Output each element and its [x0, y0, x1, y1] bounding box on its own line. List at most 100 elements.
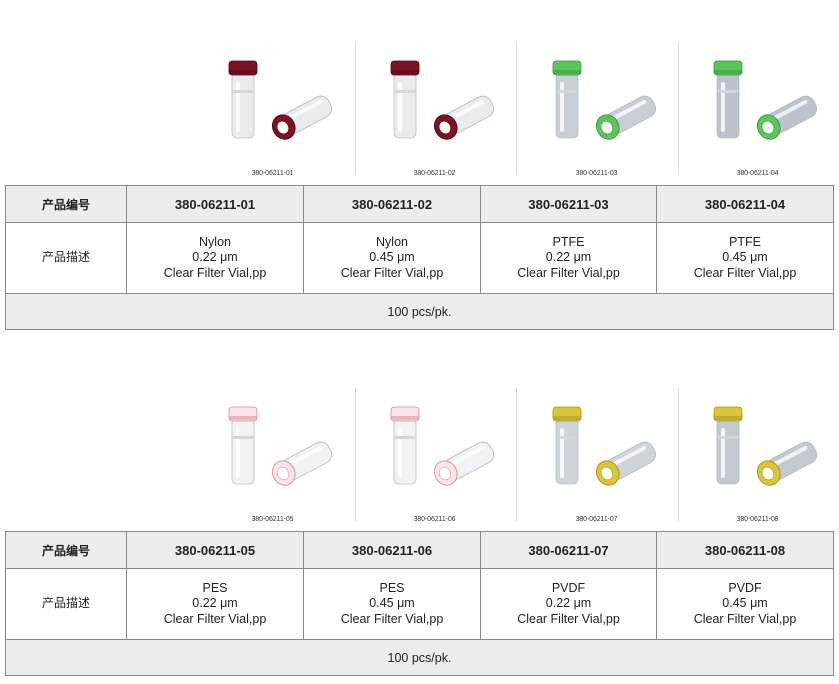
- description-cell: PTFE 0.45 μm Clear Filter Vial,pp: [656, 222, 834, 294]
- vial-highlight: [560, 428, 564, 478]
- pore-size: 0.22 μm: [192, 596, 238, 611]
- image-divider: [516, 42, 517, 175]
- insert-septum: [761, 466, 774, 481]
- product-image-380-06211-07: 380-06211-07: [516, 388, 677, 523]
- part-number-row: 产品编号 380-06211-01 380-06211-02 380-06211…: [5, 185, 834, 223]
- vial-shoulder: [395, 436, 415, 439]
- part-number-row: 产品编号 380-06211-05 380-06211-06 380-06211…: [5, 531, 834, 569]
- description-cell: Nylon 0.22 μm Clear Filter Vial,pp: [126, 222, 304, 294]
- vial-type: Clear Filter Vial,pp: [517, 265, 620, 280]
- vial-cap-rim: [391, 70, 419, 74]
- vial-highlight: [721, 428, 725, 478]
- part-number-cell: 380-06211-03: [480, 185, 657, 223]
- material: PVDF: [551, 580, 586, 595]
- vial-illustration: [390, 60, 495, 140]
- vial-type: Clear Filter Vial,pp: [340, 611, 444, 626]
- pore-size: 0.45 μm: [369, 250, 415, 265]
- vial-shoulder: [395, 90, 415, 93]
- insert-highlight: [773, 99, 808, 120]
- insert-septum: [600, 120, 613, 135]
- vial-body: [393, 417, 417, 485]
- product-section-2: 380-06211-05 380-06211-06 380-06211-07 3…: [0, 384, 839, 676]
- vial-cap-rim: [714, 70, 742, 74]
- product-image-380-06211-08: 380-06211-08: [677, 388, 838, 523]
- image-caption: 380-06211-05: [251, 516, 294, 523]
- material: PTFE: [729, 234, 761, 249]
- filter-insert: [271, 95, 333, 140]
- product-section-1: 380-06211-01 380-06211-02 380-06211-03 3…: [0, 38, 839, 330]
- vial-shoulder: [718, 90, 738, 93]
- image-caption: 380-06211-08: [736, 516, 779, 523]
- vial-highlight: [398, 82, 402, 132]
- insert-septum: [438, 120, 451, 135]
- image-divider: [678, 42, 679, 175]
- product-image-380-06211-02: 380-06211-02: [354, 42, 515, 177]
- material: PES: [202, 580, 228, 595]
- packaging-cell: 100 pcs/pk.: [5, 293, 834, 330]
- vial-illustration: [552, 406, 657, 486]
- vial-body: [555, 71, 579, 139]
- vial-cap-rim: [553, 416, 581, 420]
- vial-illustration: [228, 60, 333, 140]
- part-number-cell: 380-06211-07: [480, 531, 657, 569]
- insert-highlight: [450, 99, 485, 120]
- pore-size: 0.45 μm: [722, 250, 768, 265]
- insert-septum: [600, 466, 613, 481]
- vial-type: Clear Filter Vial,pp: [693, 265, 797, 280]
- image-divider: [678, 388, 679, 521]
- vial-type: Clear Filter Vial,pp: [163, 265, 267, 280]
- vial-type: Clear Filter Vial,pp: [693, 611, 797, 626]
- description-cell: PES 0.22 μm Clear Filter Vial,pp: [126, 568, 304, 640]
- spec-table: 产品编号 380-06211-01 380-06211-02 380-06211…: [5, 185, 834, 330]
- row-label-part-number: 产品编号: [5, 531, 127, 569]
- image-caption: 380-06211-06: [413, 516, 456, 523]
- vial-body: [555, 417, 579, 485]
- vial-type: Clear Filter Vial,pp: [163, 611, 267, 626]
- vial-cap-rim: [229, 416, 257, 420]
- pore-size: 0.45 μm: [722, 596, 768, 611]
- packaging-row: 100 pcs/pk.: [5, 639, 834, 676]
- row-label-description: 产品描述: [5, 222, 127, 294]
- pore-size: 0.22 μm: [192, 250, 238, 265]
- insert-highlight: [288, 445, 323, 466]
- vial-cap-rim: [553, 70, 581, 74]
- product-image-band: 380-06211-01 380-06211-02 380-06211-03 3…: [0, 38, 839, 185]
- vial-illustration: [390, 406, 495, 486]
- filter-insert: [595, 95, 657, 140]
- image-caption: 380-06211-03: [575, 170, 618, 177]
- description-cell: PVDF 0.22 μm Clear Filter Vial,pp: [480, 568, 657, 640]
- vial-illustration: [713, 60, 818, 140]
- material: Nylon: [199, 234, 231, 249]
- vial-body: [393, 71, 417, 139]
- insert-highlight: [612, 445, 647, 466]
- insert-highlight: [612, 99, 647, 120]
- description-cell: PES 0.45 μm Clear Filter Vial,pp: [303, 568, 481, 640]
- filter-insert: [433, 441, 495, 486]
- product-image-380-06211-06: 380-06211-06: [354, 388, 515, 523]
- vial-shoulder: [233, 436, 253, 439]
- vial-highlight: [236, 82, 240, 132]
- part-number-cell: 380-06211-06: [303, 531, 481, 569]
- vial-body: [231, 417, 255, 485]
- description-cell: Nylon 0.45 μm Clear Filter Vial,pp: [303, 222, 481, 294]
- description-row: 产品描述 Nylon 0.22 μm Clear Filter Vial,pp …: [5, 222, 834, 294]
- pore-size: 0.22 μm: [545, 596, 592, 611]
- image-divider: [516, 388, 517, 521]
- vial-illustration: [713, 406, 818, 486]
- insert-septum: [761, 120, 774, 135]
- insert-septum: [438, 466, 451, 481]
- packaging-row: 100 pcs/pk.: [5, 293, 834, 330]
- part-number-cell: 380-06211-02: [303, 185, 481, 223]
- part-number-cell: 380-06211-01: [126, 185, 304, 223]
- material: PTFE: [552, 234, 585, 249]
- vial-shoulder: [233, 90, 253, 93]
- image-divider: [355, 388, 356, 521]
- image-caption: 380-06211-01: [251, 170, 294, 177]
- insert-septum: [276, 466, 289, 481]
- image-divider: [355, 42, 356, 175]
- product-image-band: 380-06211-05 380-06211-06 380-06211-07 3…: [0, 384, 839, 531]
- product-image-380-06211-01: 380-06211-01: [192, 42, 353, 177]
- image-caption: 380-06211-04: [736, 170, 779, 177]
- row-label-part-number: 产品编号: [5, 185, 127, 223]
- pore-size: 0.45 μm: [369, 596, 415, 611]
